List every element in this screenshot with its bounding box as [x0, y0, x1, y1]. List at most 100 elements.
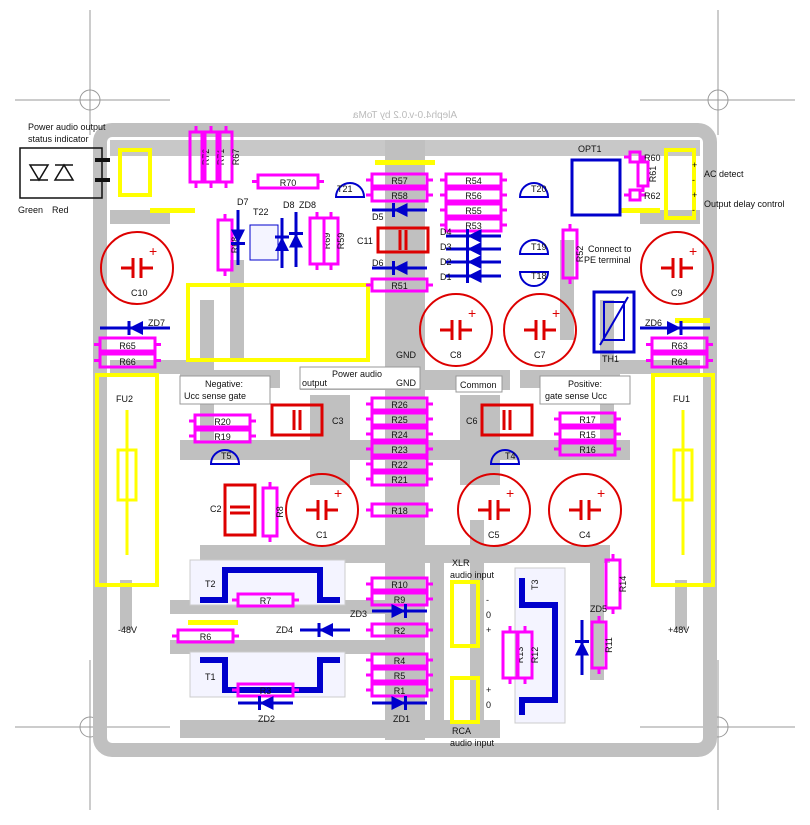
- capacitor-c3: C3: [270, 403, 344, 437]
- resistor-label: R3: [260, 686, 272, 696]
- diode-zd6: ZD6: [640, 318, 710, 335]
- resistor-r58: R58: [366, 187, 433, 203]
- resistor-r66: R66: [94, 352, 161, 369]
- transistor-t18: T18: [518, 271, 550, 287]
- resistor-r18: R18: [366, 502, 433, 518]
- resistor-label: R61: [648, 166, 658, 183]
- capacitor-c1: +C1: [285, 473, 359, 547]
- negative-box: [179, 375, 271, 405]
- board-labels: GND Power audio output GND Common Negati…: [118, 160, 785, 748]
- diode-label: ZD8: [299, 200, 316, 210]
- resistor-r3: R3: [232, 682, 299, 698]
- resistor-label: R56: [465, 191, 482, 201]
- diode-label: D2: [440, 257, 452, 267]
- jumper-wires: [118, 148, 710, 724]
- rca-label-2: audio input: [450, 738, 495, 748]
- transistor-label: T20: [531, 184, 547, 194]
- resistor-r11: R11: [590, 616, 614, 674]
- diode-d4: D4: [440, 227, 501, 243]
- polarity-mark: +: [149, 243, 157, 259]
- connect-pe-1: Connect to: [588, 244, 632, 254]
- registration-marks: [15, 10, 795, 810]
- capacitor-label: C11: [357, 236, 373, 246]
- resistor-r59: R59: [322, 212, 346, 270]
- resistor-r8: R8: [261, 482, 285, 542]
- diode-d7: D7: [231, 197, 249, 265]
- rca-pin-zero: 0: [486, 700, 491, 710]
- thermistor-th1: TH1: [592, 290, 636, 364]
- capacitor-label: C6: [466, 416, 478, 426]
- resistor-r69: R69: [308, 212, 332, 270]
- positive-sub: gate sense Ucc: [545, 391, 608, 401]
- capacitor-c2: C2: [210, 483, 257, 537]
- resistor-r20: R20: [189, 413, 256, 429]
- resistor-label: R18: [391, 506, 408, 516]
- fuse-fu2: FU2: [95, 373, 159, 587]
- resistor-r67: R67: [218, 126, 241, 188]
- resistor-r4: R4: [366, 652, 433, 668]
- xlr-pin-zero: 0: [486, 610, 491, 620]
- diode-label: D1: [440, 272, 452, 282]
- neg48-label: -48V: [118, 625, 137, 635]
- t22-label: T22: [253, 207, 269, 217]
- capacitor-label: C4: [579, 530, 591, 540]
- gnd2-label: GND: [396, 378, 417, 388]
- diode-label: ZD6: [645, 318, 662, 328]
- xlr-pin-minus: -: [486, 595, 489, 605]
- resistor-r12: R12: [516, 626, 540, 684]
- capacitor-c7: +C7: [503, 293, 577, 367]
- resistor-r54: R54: [440, 172, 507, 188]
- resistor-r51: R51: [366, 277, 433, 293]
- transistor-label: T5: [221, 451, 232, 461]
- rca-pin-plus: +: [486, 685, 491, 695]
- optocoupler-opt1: OPT1: [570, 144, 622, 217]
- capacitor-c10: +C10: [100, 231, 174, 305]
- capacitor-label: C7: [534, 350, 546, 360]
- resistor-label: R69: [322, 233, 332, 250]
- resistor-label: R63: [671, 341, 688, 351]
- resistor-label: R1: [394, 686, 406, 696]
- transistor-t4: T4: [489, 449, 521, 465]
- resistor-r26: R26: [366, 396, 433, 412]
- capacitor-label: C9: [671, 288, 683, 298]
- pin-plus-1: +: [692, 160, 697, 170]
- resistor-label: R52: [575, 246, 585, 263]
- transistor-label: T18: [531, 271, 547, 281]
- resistor-r1: R1: [366, 682, 433, 698]
- resistor-label: R51: [391, 281, 408, 291]
- indicator-caption-1: Power audio output: [28, 122, 106, 132]
- diode-label: D5: [372, 212, 384, 222]
- resistor-r14: R14: [604, 554, 628, 614]
- resistor-r52: R52: [561, 224, 585, 284]
- diode-zd3: ZD3: [350, 604, 427, 619]
- resistor-label: R23: [391, 445, 408, 455]
- connect-pe-2: PE terminal: [584, 255, 631, 265]
- resistor-r5: R5: [366, 667, 433, 683]
- diode-d1: D1: [440, 269, 501, 283]
- resistor-r56: R56: [440, 187, 507, 203]
- resistor-label: R19: [214, 432, 231, 442]
- negative-label: Negative:: [205, 379, 243, 389]
- positive-box: [539, 375, 631, 405]
- resistor-r24: R24: [366, 426, 433, 442]
- t3-label: T3: [530, 579, 540, 590]
- diode-d8: D8: [275, 200, 295, 268]
- resistor-label: R65: [119, 341, 136, 351]
- xlr-label-2: audio input: [450, 570, 495, 580]
- resistor-label: R13: [515, 647, 525, 664]
- t1-label: T1: [205, 672, 216, 682]
- resistor-label: R5: [394, 671, 406, 681]
- transistor-t5: T5: [209, 449, 241, 465]
- capacitor-label: C3: [332, 416, 344, 426]
- diode-label: D4: [440, 227, 452, 237]
- transistor-t19: T19: [518, 239, 550, 255]
- resistor-r7: R7: [232, 592, 299, 608]
- diode-label: ZD3: [350, 609, 367, 619]
- resistor-label: R58: [391, 191, 408, 201]
- resistor-label: R7: [260, 596, 272, 606]
- diode-d6: D6: [372, 258, 427, 275]
